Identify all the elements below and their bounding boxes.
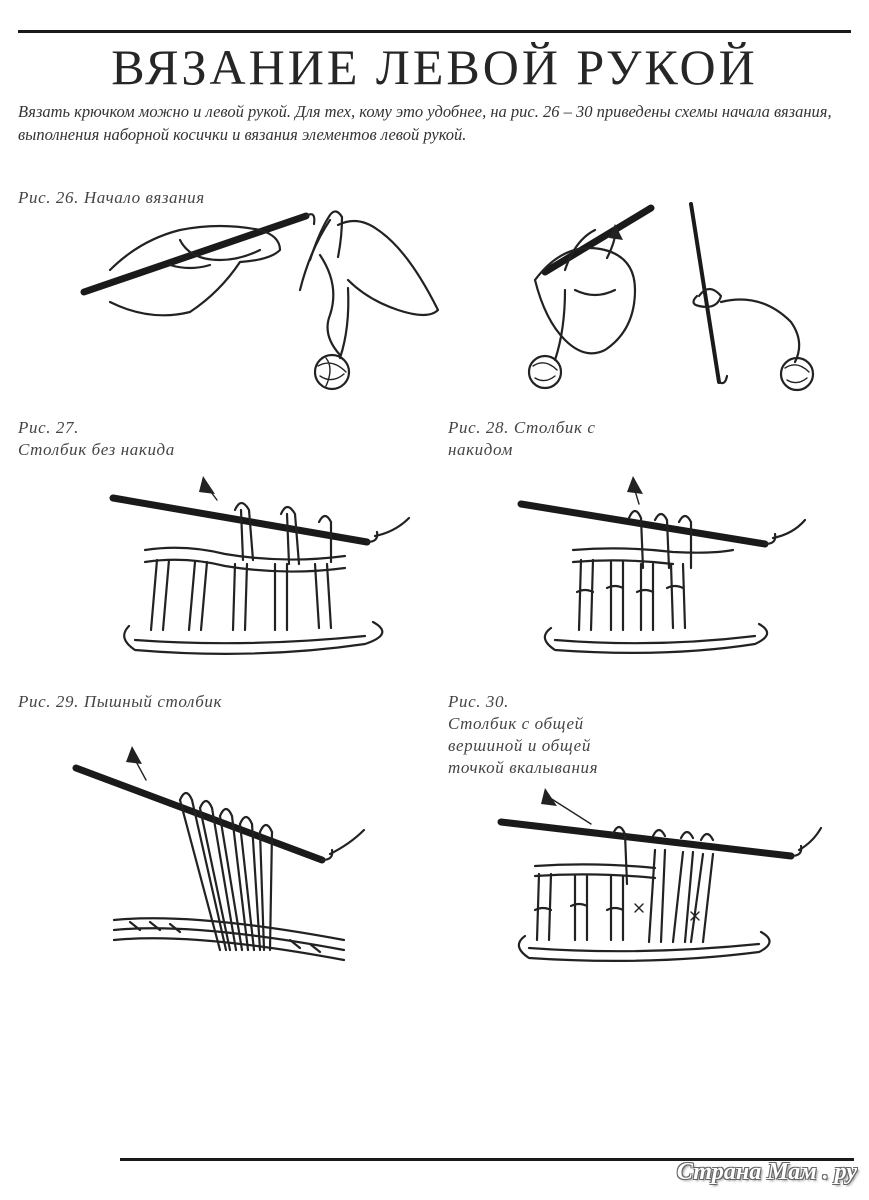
fig26-caption: Рис. 26. Начало вязания xyxy=(18,188,205,207)
fig26-right-illustration xyxy=(527,202,815,392)
top-rule xyxy=(18,30,851,33)
crochet-hook xyxy=(517,500,769,548)
fig30-caption-line2: вершиной и общей xyxy=(448,736,591,755)
crochet-hook-2 xyxy=(541,204,655,276)
intro-paragraph: Вязать крючком можно и левой рукой. Для … xyxy=(18,102,832,144)
fig30-illustration xyxy=(497,788,823,963)
fig29-illustration xyxy=(72,746,366,962)
fig28-caption-number: Рис. 28. Столбик с xyxy=(448,418,596,437)
fig30-caption-line1: Столбик с общей xyxy=(448,714,584,733)
crochet-hook-3 xyxy=(689,202,721,384)
crochet-hook xyxy=(497,818,795,860)
fig30-caption-line3: точкой вкалывания xyxy=(448,758,599,777)
page-title: ВЯЗАНИЕ ЛЕВОЙ РУКОЙ xyxy=(111,39,758,95)
fig28-caption-text: накидом xyxy=(448,440,513,459)
bottom-rule xyxy=(120,1158,854,1161)
fig28-illustration xyxy=(517,476,807,654)
fig26-left-illustration xyxy=(80,210,440,391)
fig29-caption: Рис. 29. Пышный столбик xyxy=(18,692,223,711)
site-watermark: Страна Мам . ру xyxy=(676,1159,857,1185)
fig30-caption-number: Рис. 30. xyxy=(448,692,509,711)
fig27-caption-number: Рис. 27. xyxy=(18,418,79,437)
fig27-caption-text: Столбик без накида xyxy=(18,440,175,459)
fig27-illustration xyxy=(109,476,411,655)
crochet-hook xyxy=(72,764,326,864)
crochet-hook xyxy=(109,494,371,546)
